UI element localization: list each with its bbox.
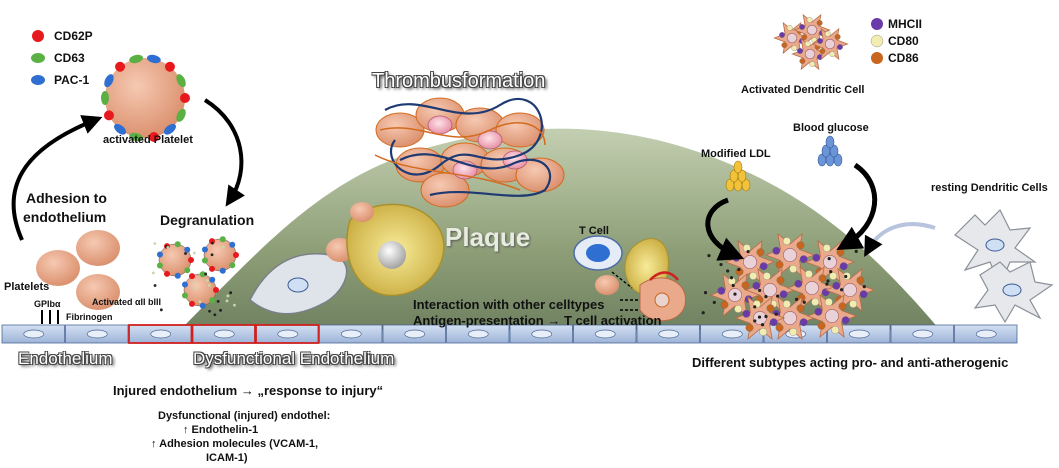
- pac1-legend-label: PAC-1: [54, 73, 89, 87]
- degranulation-label: Degranulation: [160, 212, 254, 228]
- modified-ldl-label: Modified LDL: [701, 148, 771, 160]
- endothelin-label: ↑ Endothelin-1: [183, 424, 258, 436]
- endothelial-nucleus: [913, 330, 933, 338]
- t-cell-icon: [574, 236, 622, 270]
- cycle-arrow-down: [205, 100, 241, 200]
- endothelial-nucleus: [722, 330, 742, 338]
- glucose-arrow: [845, 165, 875, 245]
- cd63-legend-label: CD63: [54, 51, 85, 65]
- endothelial-nucleus: [87, 330, 107, 338]
- endothelial-nucleus: [341, 330, 361, 338]
- endothelial-nucleus: [151, 330, 171, 338]
- dysfunctional-title-label: Dysfunctional (injured) endothel:: [158, 410, 330, 422]
- mhcii-legend-label: MHCII: [888, 17, 922, 31]
- endothelial-nucleus: [595, 330, 615, 338]
- gpiba-label: GPIbα: [34, 299, 61, 309]
- activated-dc-icon: [774, 15, 847, 69]
- blood-glucose-icon: [818, 136, 842, 166]
- blood-glucose-label: Blood glucose: [793, 122, 869, 134]
- activated-dc-label: Activated Dendritic Cell: [741, 84, 864, 96]
- cd62p-legend-label: CD62P: [54, 29, 93, 43]
- fibrinogen-label: Fibrinogen: [66, 312, 113, 322]
- endothelial-nucleus: [532, 330, 552, 338]
- mhcii-legend-dot: [871, 18, 883, 30]
- cd86-legend-label: CD86: [888, 51, 919, 65]
- endothelium-label: Endothelium: [18, 349, 113, 369]
- endothelial-nucleus: [278, 330, 298, 338]
- resting-dc-label: resting Dendritic Cells: [931, 182, 1048, 194]
- plaque-label: Plaque: [445, 222, 530, 253]
- integrin-label: Activated αII bIII: [92, 297, 161, 307]
- activated-platelet-icon: [101, 54, 190, 143]
- cd80-legend-label: CD80: [888, 34, 919, 48]
- endothelial-nucleus: [849, 330, 869, 338]
- subtypes-label: Different subtypes acting pro- and anti-…: [692, 355, 1008, 370]
- cd86-legend-dot: [871, 52, 883, 64]
- resting-dc-icon: [955, 210, 1052, 322]
- t-cell-label: T Cell: [579, 225, 609, 237]
- endothelial-nucleus: [976, 330, 996, 338]
- receptor-bars-icon: [42, 310, 58, 324]
- adhesion-label-line2: endothelium: [23, 209, 106, 225]
- interaction-label-line1: Interaction with other celltypes: [413, 297, 604, 312]
- endothelial-nucleus: [659, 330, 679, 338]
- injured-endothelium-label: Injured endothelium → „response to injur…: [113, 383, 383, 398]
- endothelial-nucleus: [468, 330, 488, 338]
- adhesion-molecules-label-2: ICAM-1): [206, 452, 248, 464]
- endothelial-nucleus: [24, 330, 44, 338]
- endothelial-nucleus: [405, 330, 425, 338]
- interaction-label-line2: Antigen-presentation → T cell activation: [413, 313, 661, 328]
- pac1-legend-dot: [31, 75, 45, 85]
- platelet-small-icon-2: [350, 202, 374, 222]
- cd63-legend-dot: [31, 53, 45, 63]
- dysfunctional-endothelium-label: Dysfunctional Endothelium: [193, 349, 394, 369]
- platelets-label: Platelets: [4, 281, 49, 293]
- platelet-small-icon-3: [595, 275, 619, 295]
- resting-dc-arrow: [868, 224, 935, 250]
- activated-platelet-label: activated Platelet: [103, 134, 193, 146]
- adhesion-molecules-label-1: ↑ Adhesion molecules (VCAM-1,: [151, 438, 318, 450]
- endothelial-nucleus: [214, 330, 234, 338]
- adhesion-label-line1: Adhesion to: [26, 190, 107, 206]
- thrombus-label: Thrombusformation: [372, 70, 545, 93]
- cd80-legend-dot: [871, 35, 883, 47]
- cd62p-legend-dot: [32, 30, 44, 42]
